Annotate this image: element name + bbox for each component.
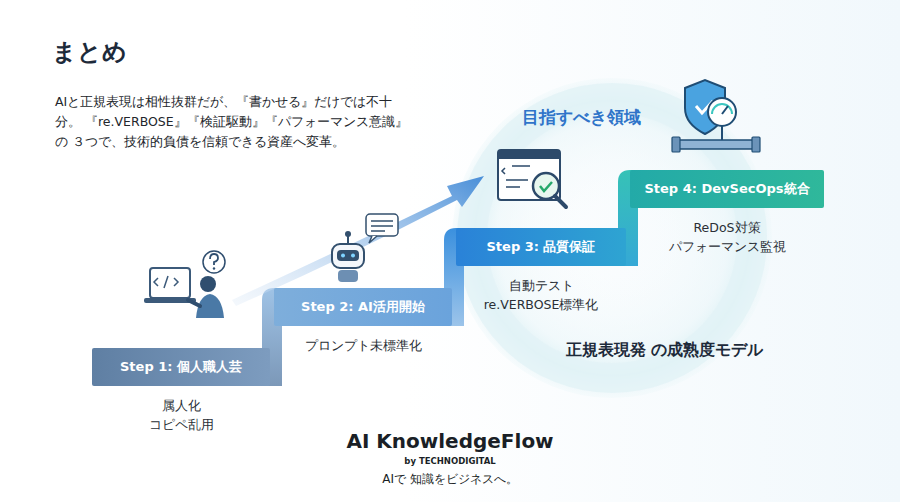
code-review-icon: [498, 150, 566, 207]
maturity-step: Step 3: 品質保証自動テスト re.VERBOSE標準化: [456, 228, 626, 315]
progress-arrow: [232, 176, 484, 306]
step-description: プロンプト未標準化: [305, 336, 422, 355]
person-icon: [144, 251, 225, 318]
summary-text: AIと正規表現は相性抜群だが、『書かせる』だけでは不十分。 『re.VERBOS…: [55, 92, 410, 152]
maturity-step: Step 2: AI活用開始プロンプト未標準化: [274, 288, 452, 355]
target-label: 目指すべき領域: [522, 106, 641, 128]
step-description: 属人化 コピペ乱用: [149, 396, 214, 435]
model-label: 正規表現発 の成熟度モデル: [566, 340, 763, 360]
target-ring: [452, 78, 772, 398]
step-description: 自動テスト re.VERBOSE標準化: [484, 276, 599, 315]
step-band: Step 1: 個人職人芸: [92, 348, 270, 386]
brand-name: AI KnowledgeFlow: [0, 428, 900, 454]
step-heading: Step 1: 個人職人芸: [120, 359, 242, 374]
maturity-step: Step 1: 個人職人芸属人化 コピペ乱用: [92, 348, 270, 435]
step-band: Step 4: DevSecOps統合: [630, 170, 824, 208]
slide-title: まとめ: [52, 36, 127, 68]
maturity-step: Step 4: DevSecOps統合 ReDoS対策 パフォーマンス監視: [630, 170, 824, 257]
step-heading: Step 4: DevSecOps統合: [644, 181, 809, 196]
brand-sub: by TECHNODIGITAL: [0, 456, 900, 467]
step-heading: Step 3: 品質保証: [487, 239, 596, 254]
step-description: ReDoS対策 パフォーマンス監視: [669, 218, 786, 257]
shield-gauge-icon: [672, 80, 760, 152]
robot-icon: [332, 214, 398, 282]
step-band: Step 3: 品質保証: [456, 228, 626, 266]
step-band: Step 2: AI活用開始: [274, 288, 452, 326]
brand-tagline: AIで 知識をビジネスへ。: [0, 472, 900, 488]
step-heading: Step 2: AI活用開始: [301, 299, 425, 314]
